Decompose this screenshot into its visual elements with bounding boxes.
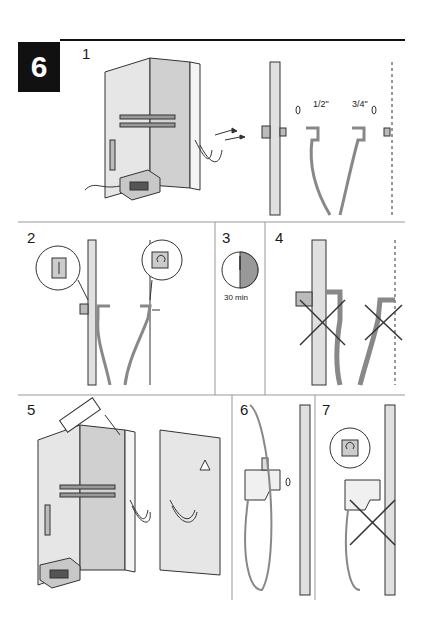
sub-step-number: 3	[222, 230, 230, 245]
sub-step-number: 6	[240, 402, 248, 417]
duration-label: 30 min	[224, 294, 248, 302]
step-number: 6	[31, 52, 48, 82]
sub-step-number: 4	[275, 230, 283, 245]
step-badge: 6	[18, 42, 60, 92]
thread-size: 3/4"	[352, 100, 368, 109]
sub-step-number: 5	[27, 402, 35, 417]
sub-step-number: 7	[322, 402, 330, 417]
sub-step-number: 1	[82, 46, 90, 61]
thread-size: 1/2"	[313, 100, 329, 109]
sub-step-number: 2	[27, 230, 35, 245]
